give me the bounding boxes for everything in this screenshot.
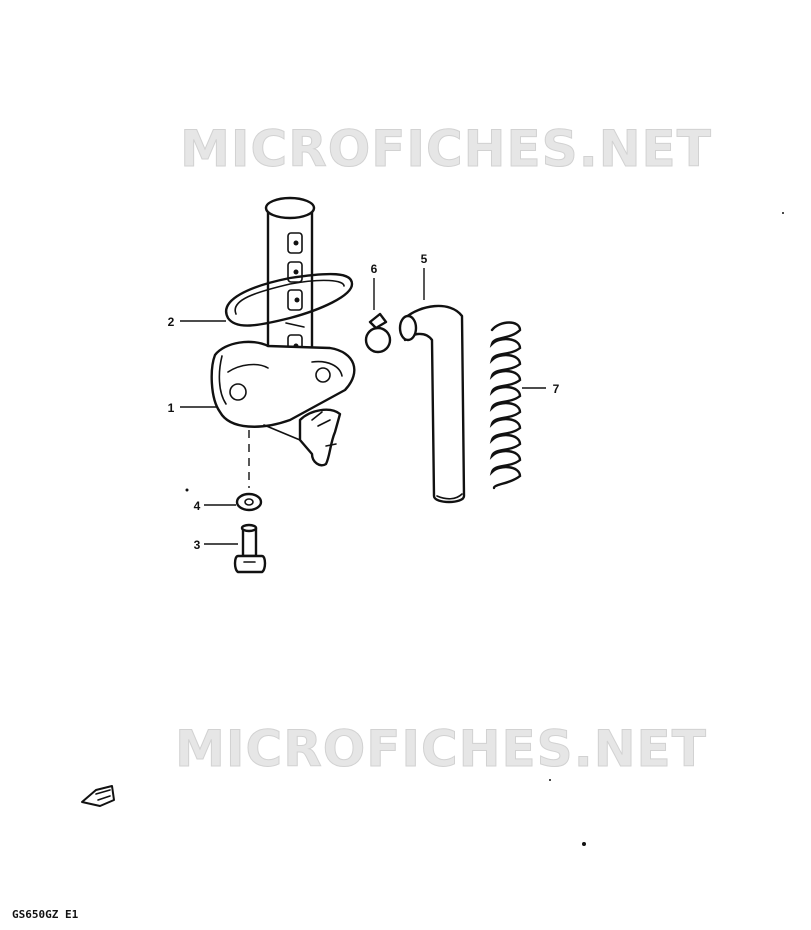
o-ring-gasket (225, 272, 354, 327)
fuel-hose (398, 304, 466, 504)
callout-6: 6 (371, 262, 378, 276)
front-arrow-icon (81, 785, 115, 807)
callout-5: 5 (421, 252, 428, 266)
fuel-cock-body (210, 196, 356, 467)
watermark-bottom: MICROFICHES.NET (175, 720, 707, 778)
callout-1: 1 (168, 401, 175, 415)
callout-3: 3 (194, 538, 201, 552)
screw (233, 523, 267, 574)
leader-lines (180, 268, 546, 545)
callout-2: 2 (168, 315, 175, 329)
callout-7: 7 (553, 382, 560, 396)
callout-4: 4 (194, 499, 201, 513)
protective-spring (489, 321, 522, 490)
watermark-top: MICROFICHES.NET (180, 120, 712, 178)
washer (235, 492, 263, 512)
hose-clamp (364, 312, 392, 354)
model-code: GS650GZ E1 (12, 908, 79, 921)
